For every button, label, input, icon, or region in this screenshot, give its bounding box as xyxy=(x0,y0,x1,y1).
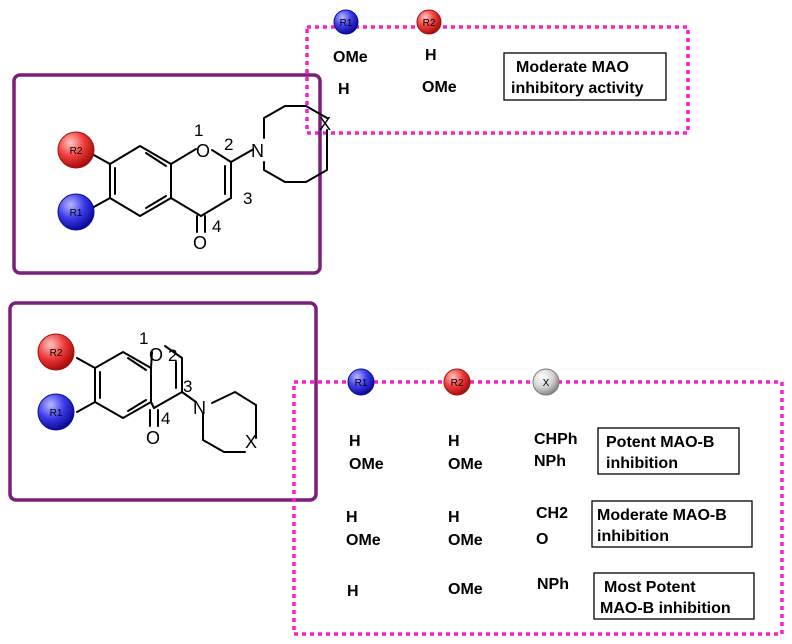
svg-text:N: N xyxy=(251,141,264,161)
top-r2-value-1: H xyxy=(425,47,437,64)
svg-text:H: H xyxy=(448,433,460,450)
bottom-mol-r2-circle: R2 xyxy=(37,333,75,371)
svg-text:O: O xyxy=(536,531,548,548)
svg-text:OMe: OMe xyxy=(448,456,483,473)
svg-text:CHPh: CHPh xyxy=(534,431,578,448)
svg-text:Moderate MAO-B: Moderate MAO-B xyxy=(597,507,727,524)
svg-text:NPh: NPh xyxy=(537,576,569,593)
svg-text:O: O xyxy=(196,141,210,161)
svg-text:H: H xyxy=(346,509,358,526)
svg-text:R2: R2 xyxy=(50,348,63,359)
svg-text:N: N xyxy=(193,398,206,418)
top-chromone-structure: O N O X 1 2 3 4 R2 R1 xyxy=(57,105,331,253)
svg-text:OMe: OMe xyxy=(346,532,381,549)
svg-text:OMe: OMe xyxy=(349,456,384,473)
svg-text:1: 1 xyxy=(194,121,203,140)
bottom-mol-r1-circle: R1 xyxy=(37,393,75,431)
bottom-chromone-structure: O N O X 1 2 3 4 R2 R1 xyxy=(37,329,257,453)
bottom-r1-circle: R1 xyxy=(347,368,375,396)
svg-text:OMe: OMe xyxy=(448,581,483,598)
top-r1-value-2: H xyxy=(338,81,350,98)
svg-text:CH2: CH2 xyxy=(536,505,568,522)
svg-text:NPh: NPh xyxy=(534,453,566,470)
svg-text:3: 3 xyxy=(243,189,252,208)
top-mol-r2-circle: R2 xyxy=(57,131,95,169)
svg-text:H: H xyxy=(349,433,361,450)
svg-text:X: X xyxy=(319,114,331,134)
bottom-r2-circle: R2 xyxy=(443,368,471,396)
svg-text:X: X xyxy=(245,432,257,452)
svg-text:R1: R1 xyxy=(70,208,83,219)
top-result-box: Moderate MAO inhibitory activity xyxy=(503,52,667,101)
svg-text:4: 4 xyxy=(161,409,170,428)
svg-text:MAO-B inhibition: MAO-B inhibition xyxy=(600,600,731,617)
top-r2-circle: R2 xyxy=(416,9,442,35)
top-r1-circle: R1 xyxy=(333,9,359,35)
bottom-row-1: H OMe H OMe CHPh NPh Potent MAO-B inhibi… xyxy=(349,427,740,475)
bottom-molecule-frame xyxy=(8,301,318,502)
svg-text:OMe: OMe xyxy=(448,532,483,549)
svg-text:X: X xyxy=(543,378,550,389)
svg-text:2: 2 xyxy=(224,135,233,154)
bottom-row-2: H OMe H OMe CH2 O Moderate MAO-B inhibit… xyxy=(346,500,753,549)
svg-text:3: 3 xyxy=(183,377,192,396)
svg-text:inhibition: inhibition xyxy=(597,528,669,545)
svg-text:R2: R2 xyxy=(451,378,464,389)
top-molecule-frame xyxy=(12,73,322,275)
bottom-row-3: H OMe NPh Most Potent MAO-B inhibition xyxy=(347,572,755,620)
svg-text:Moderate MAO: Moderate MAO xyxy=(516,59,629,76)
top-r1-value-1: OMe xyxy=(333,49,368,66)
svg-text:Most Potent: Most Potent xyxy=(604,579,696,596)
svg-text:R1: R1 xyxy=(355,378,368,389)
svg-text:inhibitory activity: inhibitory activity xyxy=(511,80,644,97)
top-r2-value-2: OMe xyxy=(422,79,457,96)
svg-text:Potent MAO-B: Potent MAO-B xyxy=(606,434,714,451)
svg-text:R1: R1 xyxy=(50,408,63,419)
top-substituent-box xyxy=(305,25,690,135)
svg-text:4: 4 xyxy=(212,217,221,236)
svg-text:O: O xyxy=(193,233,207,253)
svg-text:O: O xyxy=(149,345,163,365)
svg-text:H: H xyxy=(347,583,359,600)
svg-text:inhibition: inhibition xyxy=(606,455,678,472)
bottom-x-circle: X xyxy=(532,368,560,396)
svg-text:R2: R2 xyxy=(70,146,83,157)
svg-text:1: 1 xyxy=(139,329,148,348)
svg-text:O: O xyxy=(146,428,160,448)
svg-text:2: 2 xyxy=(168,346,177,365)
top-mol-r1-circle: R1 xyxy=(57,193,95,231)
svg-text:H: H xyxy=(448,509,460,526)
svg-text:R1: R1 xyxy=(340,18,353,29)
svg-text:R2: R2 xyxy=(423,18,436,29)
